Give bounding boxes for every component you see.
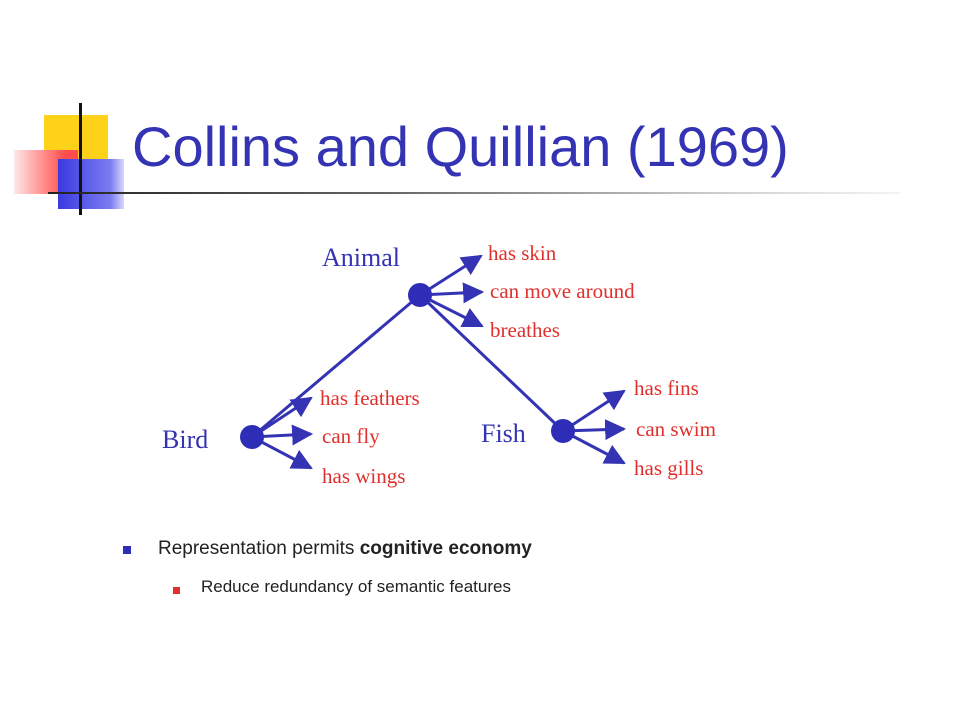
node-animal [408, 283, 432, 307]
feature-fish-has-fins: has fins [634, 376, 699, 400]
feature-animal-has-skin: has skin [488, 241, 557, 265]
feature-animal-breathes: breathes [490, 318, 560, 342]
node-label-fish: Fish [481, 419, 526, 448]
bullet-marker-sub [173, 587, 180, 594]
feature-bird-has-feathers: has feathers [320, 386, 420, 410]
node-label-bird: Bird [162, 425, 209, 454]
bullet-main-text: Representation permits [158, 538, 360, 559]
feature-fish-has-gills: has gills [634, 456, 704, 480]
slide-title: Collins and Quillian (1969) [132, 115, 789, 178]
deco-blue-square [58, 159, 124, 209]
edge-animal-fish [418, 293, 565, 433]
feature-animal-can-move: can move around [490, 279, 635, 303]
deco-horizontal-rule [48, 192, 900, 194]
bullet-main-emphasis: cognitive economy [359, 538, 532, 559]
node-fish [551, 419, 575, 443]
edge-animal-bird [251, 293, 421, 439]
bullet-main: Representation permits cognitive economy [158, 538, 532, 560]
node-bird [240, 425, 264, 449]
bullet-sub: Reduce redundancy of semantic features [201, 577, 511, 596]
deco-vertical-line [79, 103, 82, 215]
node-label-animal: Animal [322, 243, 400, 272]
arrow-animal-has-skin [419, 254, 483, 297]
title-decoration [0, 95, 900, 225]
bullet-marker-main [123, 546, 131, 554]
arrow-fish-has-fins [562, 389, 626, 433]
feature-bird-has-wings: has wings [322, 464, 406, 488]
feature-fish-can-swim: can swim [636, 417, 716, 441]
feature-bird-can-fly: can fly [322, 424, 380, 448]
